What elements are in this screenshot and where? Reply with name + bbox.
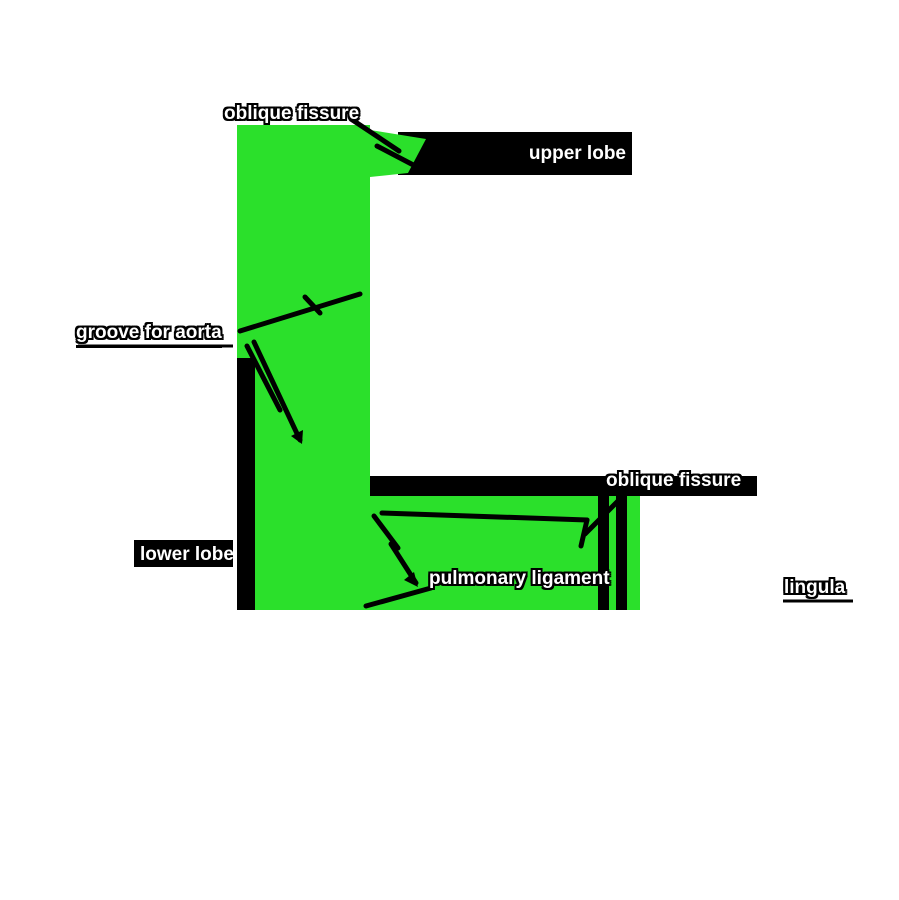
- leader-line: [244, 343, 283, 413]
- label-lower-lobe[interactable]: lower lobe: [140, 544, 234, 565]
- groove-for-aorta-strip[interactable]: [237, 358, 255, 610]
- lower-lobe-label-box[interactable]: [134, 540, 233, 567]
- leader-arrowheads: [291, 159, 424, 587]
- leader-line: [582, 495, 624, 537]
- highlighted-region[interactable]: [237, 125, 640, 610]
- oblique-fissure-label-bar[interactable]: [370, 476, 757, 496]
- fissure-stripe-left: [598, 492, 609, 610]
- label-oblique-fissure-right[interactable]: oblique fissure: [606, 470, 742, 491]
- label-lingula[interactable]: lingula: [784, 577, 846, 598]
- fissure-stripe-right: [616, 492, 627, 610]
- leader-line: [363, 585, 434, 609]
- label-upper-lobe[interactable]: upper lobe: [528, 143, 626, 164]
- leader-line: [302, 294, 323, 316]
- label-pulmonary-ligament[interactable]: pulmonary ligament: [429, 568, 610, 589]
- arrowhead-icon: [404, 572, 418, 587]
- label-oblique-fissure-top[interactable]: oblique fissure: [224, 103, 360, 124]
- arrowhead-icon: [291, 430, 303, 444]
- upper-lobe-label-bar[interactable]: [398, 132, 632, 175]
- leader-line: [379, 510, 590, 523]
- label-groove-for-aorta[interactable]: groove for aorta: [76, 322, 222, 348]
- leader-line: [251, 339, 303, 443]
- arrowhead-icon: [410, 159, 424, 171]
- leader-line: [237, 291, 363, 334]
- leader-line: [348, 116, 402, 154]
- leader-line: [371, 513, 401, 551]
